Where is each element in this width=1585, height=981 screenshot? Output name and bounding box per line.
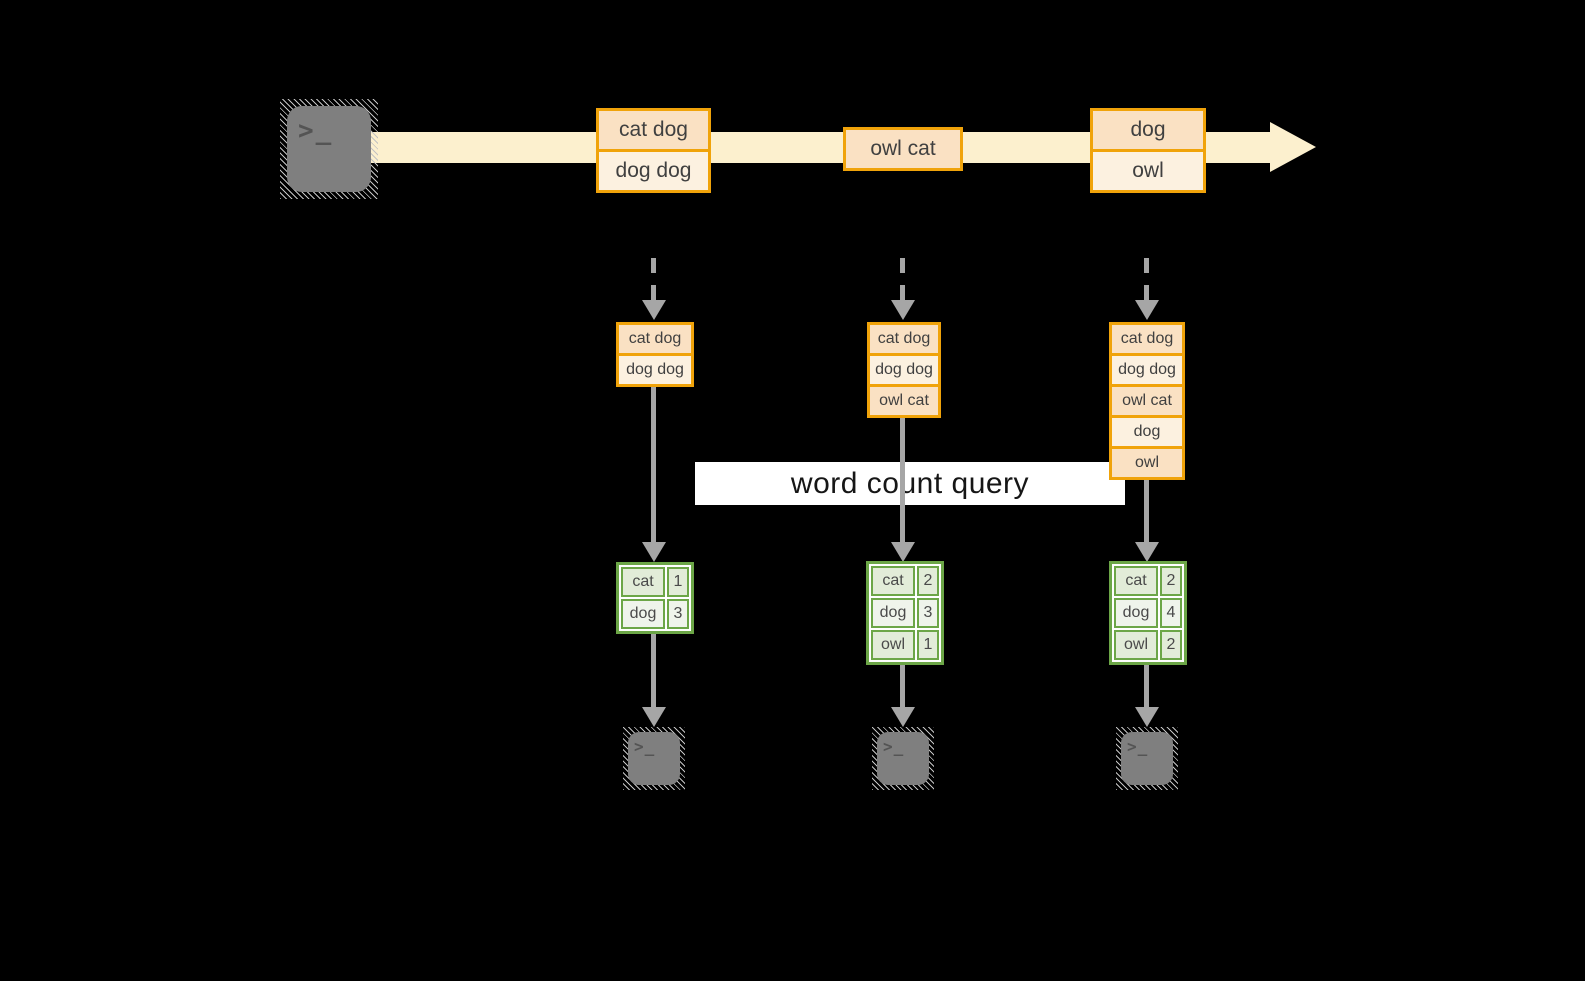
input-line: cat dog [619,325,691,353]
dashed-arrow-shaft [900,258,905,300]
table-row: cat 1 [621,567,689,597]
input-line: owl [1112,449,1182,477]
count-cell: 3 [917,598,939,628]
stream-batch-3: dog owl [1090,108,1206,193]
batch-line: owl cat [846,130,960,168]
word-cell: cat [871,566,915,596]
word-cell: dog [1114,598,1158,628]
input-line: cat dog [870,325,938,353]
input-stream-arrow-head [1270,122,1316,172]
batch-line: dog dog [599,152,708,190]
query-arrow-shaft [900,417,905,542]
output-arrow-head [1135,707,1159,727]
result-table-2: cat 2 dog 3 owl 1 [866,561,944,665]
dashed-arrow-head [1135,300,1159,320]
word-cell: dog [871,598,915,628]
input-line: owl cat [870,387,938,415]
input-line: dog dog [870,356,938,384]
table-row: owl 2 [1114,630,1182,660]
stream-batch-2: owl cat [843,127,963,171]
terminal-prompt-glyph: >_ [298,116,334,146]
input-line: dog [1112,418,1182,446]
count-cell: 1 [917,630,939,660]
table-row: dog 4 [1114,598,1182,628]
input-line: dog dog [619,356,691,384]
dashed-arrow-head [642,300,666,320]
count-cell: 2 [1160,630,1182,660]
query-arrow-head [891,542,915,562]
batch-line: dog [1093,111,1203,149]
stream-batch-1: cat dog dog dog [596,108,711,193]
output-arrow-shaft [1144,653,1149,707]
terminal-icon-body [877,732,929,785]
count-cell: 2 [917,566,939,596]
word-cell: cat [1114,566,1158,596]
output-arrow-shaft [900,653,905,707]
terminal-prompt-glyph: >_ [1127,737,1149,756]
dashed-arrow-shaft [651,258,656,300]
count-cell: 1 [667,567,689,597]
word-cell: dog [621,599,665,629]
input-line: owl cat [1112,387,1182,415]
source-terminal-icon: >_ [280,99,378,199]
terminal-icon-body [628,732,680,785]
terminal-icon-body [287,106,371,192]
table-row: dog 3 [871,598,939,628]
query-arrow-head [1135,542,1159,562]
query-arrow-head [642,542,666,562]
table-row: cat 2 [871,566,939,596]
sink-terminal-icon-3: >_ [1116,727,1178,790]
word-cell: cat [621,567,665,597]
terminal-prompt-glyph: >_ [634,737,656,756]
sink-terminal-icon-2: >_ [872,727,934,790]
output-arrow-shaft [651,626,656,707]
batch-line: owl [1093,152,1203,190]
word-cell: owl [1114,630,1158,660]
input-line: cat dog [1112,325,1182,353]
count-cell: 2 [1160,566,1182,596]
sink-terminal-icon-1: >_ [623,727,685,790]
output-arrow-head [642,707,666,727]
result-table-1: cat 1 dog 3 [616,562,694,634]
dashed-arrow-shaft [1144,258,1149,300]
count-cell: 4 [1160,598,1182,628]
word-count-query-label: word count query [695,462,1125,505]
query-arrow-shaft [651,387,656,542]
table-row: dog 3 [621,599,689,629]
dashed-arrow-head [891,300,915,320]
output-arrow-head [891,707,915,727]
word-cell: owl [871,630,915,660]
accumulated-input-1: cat dog dog dog [616,322,694,387]
result-table-3: cat 2 dog 4 owl 2 [1109,561,1187,665]
batch-line: cat dog [599,111,708,149]
terminal-icon-body [1121,732,1173,785]
terminal-prompt-glyph: >_ [883,737,905,756]
accumulated-input-3: cat dog dog dog owl cat dog owl [1109,322,1185,480]
query-arrow-shaft [1144,478,1149,542]
accumulated-input-2: cat dog dog dog owl cat [867,322,941,418]
table-row: owl 1 [871,630,939,660]
table-row: cat 2 [1114,566,1182,596]
input-line: dog dog [1112,356,1182,384]
count-cell: 3 [667,599,689,629]
